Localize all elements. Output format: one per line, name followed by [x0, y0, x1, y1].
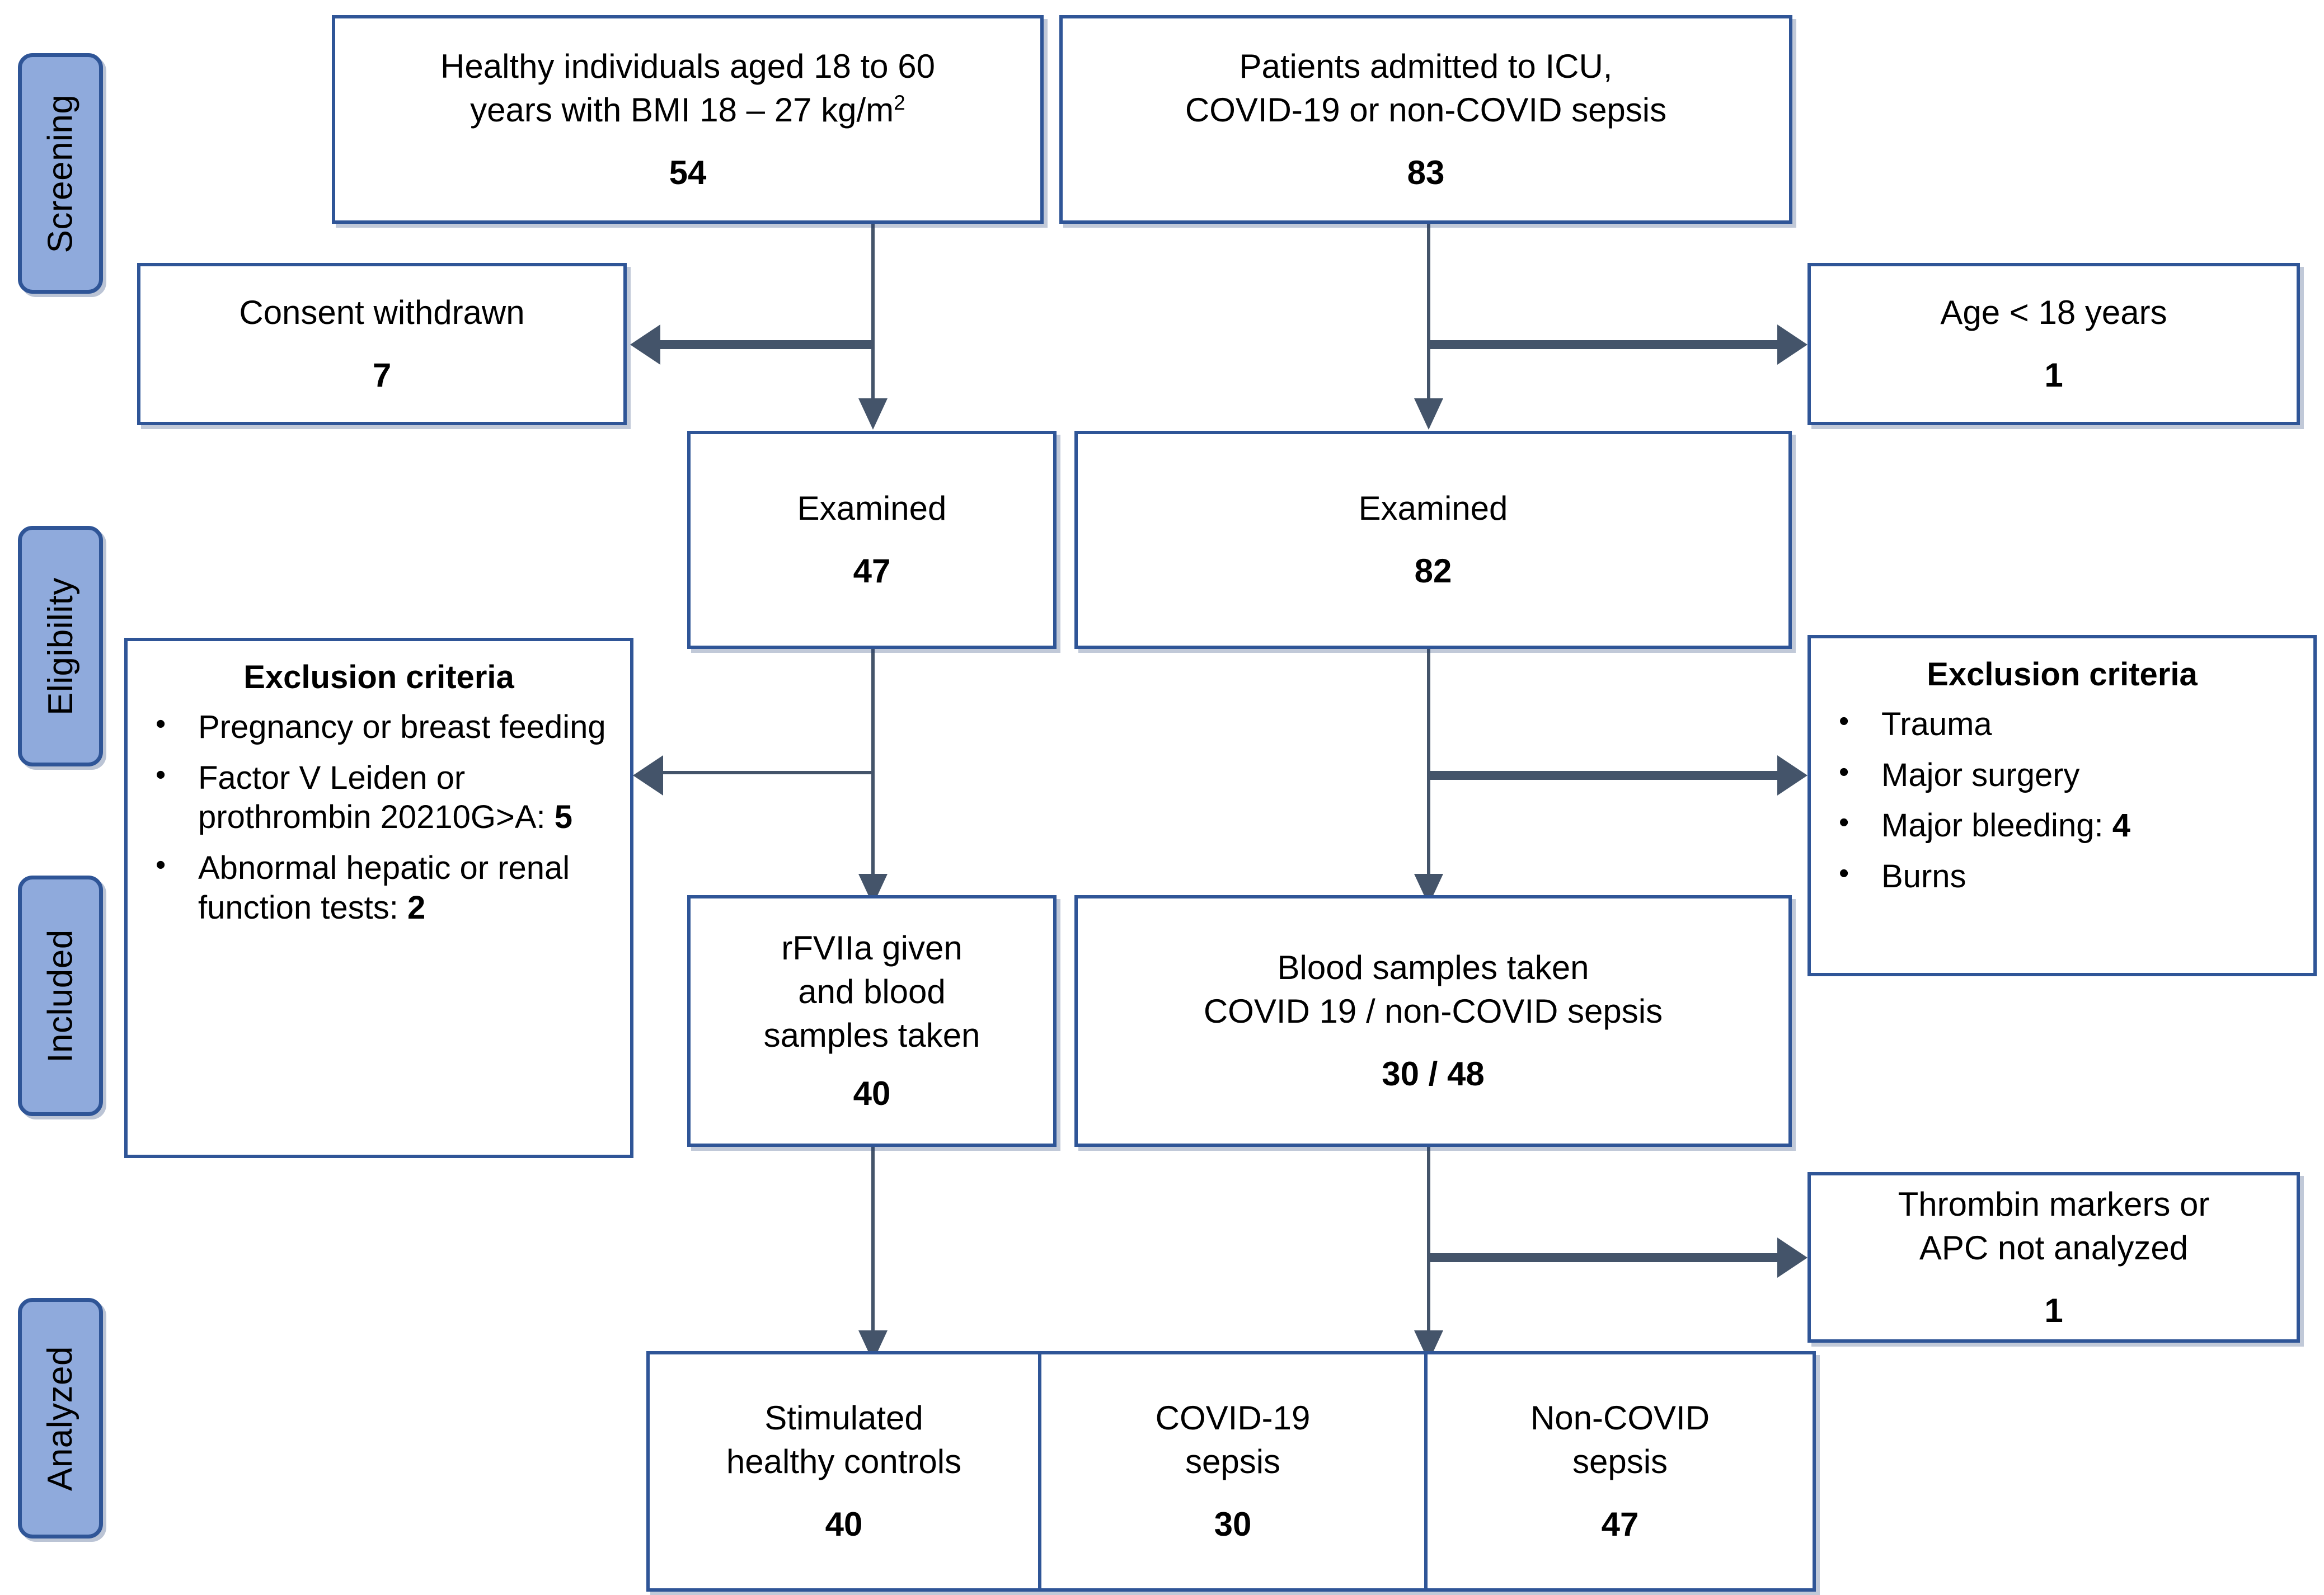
box-examined-healthy: Examined 47 — [687, 431, 1057, 649]
arrow-right-age-under-18 — [1777, 324, 1807, 365]
cell-count: 30 — [1214, 1505, 1252, 1543]
exclusion-criteria-list: Trauma Major surgery Major bleeding: 4 B… — [1825, 704, 2299, 897]
arrow-down-icu-examined — [1414, 398, 1443, 430]
criterion-text: Trauma — [1881, 705, 1992, 742]
cell-stimulated-healthy-controls: Stimulated healthy controls 40 — [650, 1354, 1041, 1588]
box-count: 82 — [1414, 552, 1452, 590]
box-count: 7 — [372, 356, 392, 394]
list-item: Burns — [1825, 856, 2299, 897]
arrow-left-exclusion-left — [633, 755, 663, 796]
box-line: Healthy individuals aged 18 to 60 — [440, 47, 935, 85]
connector-examined-healthy-to-exclusion-left — [663, 771, 873, 774]
connector-healthy-to-consent-withdrawn — [660, 340, 873, 349]
connector-icu-screening-to-examined — [1427, 224, 1430, 408]
box-line: rFVIIa given — [781, 929, 963, 967]
panel-exclusion-criteria-icu: Exclusion criteria Trauma Major surgery … — [1807, 635, 2317, 976]
list-item: Factor V Leiden or prothrombin 20210G>A:… — [142, 757, 616, 838]
box-count: 1 — [2044, 356, 2063, 394]
criterion-text: Major surgery — [1881, 756, 2080, 793]
group-analyzed-cohorts: Stimulated healthy controls 40 COVID-19 … — [646, 1351, 1816, 1592]
cell-line: healthy controls — [726, 1443, 962, 1480]
box-count: 54 — [669, 153, 707, 191]
stage-tab-included: Included — [18, 876, 103, 1116]
box-line-text: years with BMI 18 – 27 kg/m — [470, 91, 894, 129]
exclusion-criteria-list: Pregnancy or breast feeding Factor V Lei… — [142, 707, 616, 928]
criterion-text: Burns — [1881, 858, 1966, 895]
criterion-value: 5 — [554, 799, 573, 836]
box-icu-patients-screened: Patients admitted to ICU, COVID-19 or no… — [1059, 15, 1792, 224]
criterion-text: Major bleeding: — [1881, 807, 2112, 844]
connector-examined-icu-to-exclusion-right — [1430, 771, 1777, 780]
criterion-value: 4 — [2112, 807, 2130, 844]
list-item: Pregnancy or breast feeding — [142, 707, 616, 747]
box-count: 30 / 48 — [1382, 1055, 1485, 1093]
criterion-text: Pregnancy or breast feeding — [198, 708, 606, 745]
cell-non-covid-sepsis: Non-COVID sepsis 47 — [1428, 1354, 1813, 1588]
exclusion-criteria-title: Exclusion criteria — [243, 659, 514, 695]
connector-rfviia-to-stimulated-controls — [871, 1147, 875, 1351]
box-line: Patients admitted to ICU, — [1239, 47, 1613, 85]
list-item: Trauma — [1825, 704, 2299, 745]
criterion-value: 2 — [407, 889, 426, 926]
box-line: COVID 19 / non-COVID sepsis — [1203, 992, 1663, 1030]
box-line: Blood samples taken — [1277, 949, 1589, 986]
cell-count: 40 — [825, 1505, 863, 1543]
arrow-right-thrombin-not-analyzed — [1777, 1238, 1807, 1278]
box-line: samples taken — [763, 1017, 980, 1054]
box-line: Thrombin markers or — [1898, 1185, 2210, 1223]
cell-line: sepsis — [1572, 1443, 1668, 1480]
box-examined-icu: Examined 82 — [1074, 431, 1792, 649]
arrow-left-consent-withdrawn — [630, 324, 660, 365]
arrow-down-healthy-examined — [858, 398, 888, 430]
list-item: Major bleeding: 4 — [1825, 805, 2299, 846]
connector-examined-healthy-to-rfviia — [871, 649, 875, 895]
box-thrombin-markers-not-analyzed: Thrombin markers or APC not analyzed 1 — [1807, 1172, 2300, 1343]
cell-count: 47 — [1601, 1505, 1639, 1543]
panel-exclusion-criteria-healthy: Exclusion criteria Pregnancy or breast f… — [124, 638, 633, 1158]
box-count: 83 — [1407, 153, 1445, 191]
arrow-right-exclusion-right — [1777, 755, 1807, 796]
box-rfviia-given: rFVIIa given and blood samples taken 40 — [687, 895, 1057, 1147]
box-line: APC not analyzed — [1919, 1229, 2189, 1267]
box-healthy-individuals-screened: Healthy individuals aged 18 to 60 years … — [332, 15, 1044, 224]
box-consent-withdrawn: Consent withdrawn 7 — [137, 263, 627, 425]
box-line: COVID-19 or non-COVID sepsis — [1185, 91, 1667, 129]
cell-line: sepsis — [1185, 1443, 1281, 1480]
box-line: and blood — [798, 973, 946, 1010]
box-line: Examined — [1358, 490, 1508, 527]
exclusion-criteria-title: Exclusion criteria — [1927, 656, 2198, 693]
cell-line: Stimulated — [764, 1399, 923, 1437]
stage-tab-label: Analyzed — [41, 1345, 80, 1491]
connector-examined-icu-to-blood-samples — [1427, 649, 1430, 895]
connector-icu-to-age-under-18 — [1430, 340, 1777, 349]
criterion-text: Abnormal hepatic or renal function tests… — [198, 850, 570, 926]
criterion-text: Factor V Leiden or prothrombin 20210G>A: — [198, 759, 555, 836]
stage-tab-analyzed: Analyzed — [18, 1298, 103, 1538]
box-count: 40 — [853, 1075, 891, 1112]
stage-tab-eligibility: Eligibility — [18, 526, 103, 766]
box-count: 47 — [853, 552, 891, 590]
box-line: Examined — [797, 490, 947, 527]
list-item: Abnormal hepatic or renal function tests… — [142, 848, 616, 928]
stage-tab-label: Screening — [41, 94, 80, 253]
connector-blood-samples-to-sepsis-groups — [1427, 1147, 1430, 1351]
box-blood-samples-taken: Blood samples taken COVID 19 / non-COVID… — [1074, 895, 1792, 1147]
stage-tab-label: Eligibility — [41, 577, 80, 716]
box-line: Consent withdrawn — [239, 294, 525, 331]
box-line: Age < 18 years — [1940, 294, 2167, 331]
stage-tab-screening: Screening — [18, 53, 103, 294]
box-age-under-18: Age < 18 years 1 — [1807, 263, 2300, 425]
stage-tab-label: Included — [41, 929, 80, 1063]
box-count: 1 — [2044, 1291, 2063, 1329]
connector-healthy-screening-to-examined — [871, 224, 875, 408]
cell-covid19-sepsis: COVID-19 sepsis 30 — [1041, 1354, 1428, 1588]
connector-blood-samples-to-thrombin-not-analyzed — [1430, 1253, 1777, 1262]
box-line: years with BMI 18 – 27 kg/m2 — [470, 88, 905, 132]
cell-line: Non-COVID — [1530, 1399, 1710, 1437]
list-item: Major surgery — [1825, 755, 2299, 796]
cell-line: COVID-19 — [1155, 1399, 1311, 1437]
superscript-2: 2 — [894, 90, 905, 114]
